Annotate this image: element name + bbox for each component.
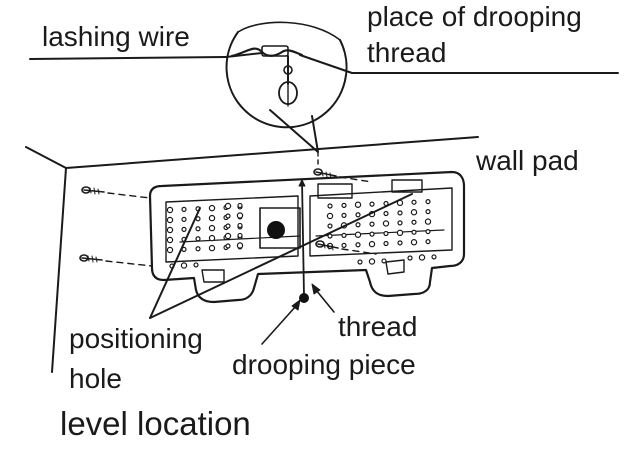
plate-hole [224, 232, 232, 240]
top-leader-lines [29, 52, 619, 74]
plate-hole [369, 201, 375, 207]
label-lashing-wire: lashing wire [42, 21, 190, 52]
plate-hole [431, 254, 437, 260]
plate-hole [357, 259, 363, 265]
plate-hole [397, 210, 403, 216]
plate-hole [396, 229, 404, 237]
plate-hole [383, 230, 389, 237]
label-place-thread: thread [367, 37, 447, 68]
plate-hole [369, 231, 375, 237]
plate-hole [208, 244, 216, 252]
plate-hole [195, 236, 201, 242]
plate-hole [236, 212, 244, 219]
plate-hole [195, 226, 201, 232]
screw-top-left [81, 186, 151, 199]
plate-hole [425, 228, 431, 235]
plate-hole [411, 219, 417, 225]
plate-hole [424, 218, 432, 225]
plate-hole [354, 201, 362, 208]
magnifier-detail [225, 21, 348, 153]
plate-hole [368, 258, 376, 265]
screw-top-middle [313, 168, 373, 183]
plate-hole [355, 242, 361, 248]
plate-hole [225, 243, 231, 249]
plate-hole [382, 220, 390, 227]
thread-leader [311, 283, 335, 313]
plate-hole [166, 246, 174, 254]
plate-hole [368, 240, 376, 248]
plate-hole [166, 206, 174, 214]
plate-hole [397, 240, 403, 246]
positioning-hole-leader-a [149, 207, 201, 319]
plate-hole [181, 206, 187, 212]
plate-hole [237, 222, 243, 229]
screw-bottom-left [79, 254, 153, 267]
label-level-location: level location [60, 405, 251, 442]
wall-outline [25, 136, 479, 373]
label-hole: hole [69, 363, 122, 394]
plate-hole [425, 208, 431, 215]
plate-hole [327, 233, 333, 239]
center-hole [267, 221, 285, 239]
plate-hole [383, 210, 389, 217]
plate-hole [327, 203, 333, 209]
plate-hole [193, 262, 199, 268]
plate-hole [225, 213, 231, 219]
plate-hole [166, 216, 174, 224]
plate-hole [381, 258, 387, 264]
plate-hole [225, 223, 231, 229]
plate-hole [411, 229, 417, 235]
plate-hole [418, 254, 426, 261]
label-drooping-piece: drooping piece [232, 349, 416, 380]
plate-hole [224, 202, 232, 210]
plate-hole [410, 209, 418, 216]
plate-hole [341, 212, 347, 218]
label-thread: thread [338, 311, 418, 342]
plate-hole [383, 240, 389, 247]
plate-hole [327, 223, 333, 229]
plate-hole [208, 204, 216, 212]
label-place-of-drooping: place of drooping [367, 1, 582, 32]
plate-hole [326, 212, 334, 220]
plate-hole [407, 255, 413, 261]
plate-hole [425, 238, 431, 245]
drooping-piece-leader [261, 299, 301, 345]
plate-hole [237, 202, 243, 209]
label-positioning: positioning [69, 323, 203, 354]
plate-hole [208, 224, 216, 232]
plate-hole [166, 226, 174, 234]
label-wall-pad: wall pad [476, 145, 579, 176]
plate-hole [411, 199, 417, 205]
plate-hole [166, 236, 174, 244]
plate-hole [341, 242, 347, 248]
level-line [149, 193, 413, 319]
drooping-thread [298, 179, 309, 303]
screw-middle [315, 240, 377, 255]
screws [79, 168, 377, 267]
plate-hole [410, 239, 418, 246]
plate-hole [341, 232, 347, 238]
plate-hole [208, 234, 216, 242]
plate-hole [354, 231, 362, 238]
plate-hole [341, 202, 347, 208]
plate-hole [237, 232, 243, 239]
plate-hole [180, 262, 188, 269]
plate-hole [355, 212, 361, 218]
plate-hole [236, 242, 244, 249]
plate-holes [166, 198, 437, 269]
plate-hole [355, 222, 361, 228]
plate-hole [425, 198, 431, 205]
plate-hole [195, 246, 201, 252]
plate-hole [369, 221, 375, 227]
plate-hole [397, 220, 403, 226]
plate-hole [181, 226, 187, 232]
plate-hole [181, 216, 187, 222]
plate-hole [208, 214, 216, 222]
